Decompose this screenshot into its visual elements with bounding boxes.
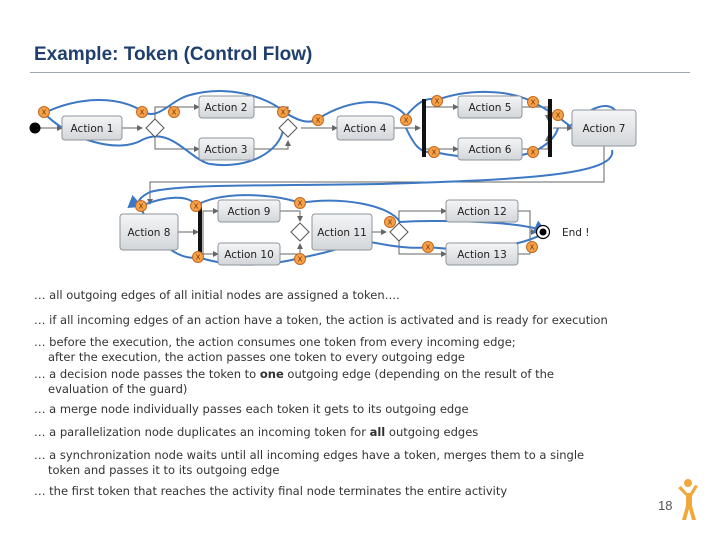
token: X (384, 216, 396, 228)
action-1-label: Action 1 (71, 123, 114, 135)
decision-node-bottom (389, 222, 409, 242)
action-6: Action 6 (457, 137, 523, 161)
action-11-label: Action 11 (317, 227, 367, 239)
svg-text:X: X (281, 109, 286, 117)
svg-text:X: X (426, 244, 431, 252)
svg-text:X: X (435, 98, 440, 106)
svg-text:X: X (140, 109, 145, 117)
decision-node (145, 118, 165, 138)
action-2: Action 2 (198, 95, 255, 119)
action-3: Action 3 (198, 137, 255, 161)
svg-text:X: X (172, 109, 177, 117)
svg-text:X: X (298, 256, 303, 264)
svg-text:X: X (530, 244, 535, 252)
action-10-label: Action 10 (224, 249, 274, 261)
token: X (136, 106, 148, 118)
svg-text:X: X (196, 254, 201, 262)
svg-text:X: X (432, 149, 437, 157)
rule-merge-node: … a merge node individually passes each … (34, 402, 469, 416)
fork-bar (422, 99, 426, 157)
svg-text:X: X (404, 117, 409, 125)
action-12: Action 12 (445, 199, 519, 223)
action-1: Action 1 (61, 115, 123, 141)
token: X (428, 146, 440, 158)
tokens: X X X X X X X X X X X X X X X X X X X (38, 95, 564, 265)
token: X (135, 200, 147, 212)
action-4: Action 4 (336, 115, 395, 141)
action-7-label: Action 7 (583, 123, 626, 135)
action-6-label: Action 6 (469, 144, 512, 156)
rule-action-activation: … if all incoming edges of an action hav… (34, 313, 608, 327)
token: X (192, 251, 204, 263)
initial-node (29, 122, 41, 134)
token: X (294, 253, 306, 265)
end-label: End ! (562, 227, 590, 239)
rule-action-execution: … before the execution, the action consu… (34, 335, 516, 364)
action-10: Action 10 (217, 242, 281, 266)
token: X (431, 95, 443, 107)
rule-synchronization-node: … a synchronization node waits until all… (34, 448, 585, 477)
action-13-label: Action 13 (457, 249, 507, 261)
svg-text:X: X (316, 117, 321, 125)
action-5: Action 5 (457, 95, 523, 119)
slide-title: Example: Token (Control Flow) (34, 44, 313, 65)
token: X (400, 114, 412, 126)
svg-text:X: X (531, 149, 536, 157)
person-logo-icon (678, 479, 698, 520)
action-5-label: Action 5 (469, 102, 512, 114)
merge-node-bottom (290, 222, 310, 242)
token: X (168, 106, 180, 118)
action-8-label: Action 8 (128, 227, 171, 239)
action-3-label: Action 3 (205, 144, 248, 156)
svg-text:X: X (531, 99, 536, 107)
token: X (190, 200, 202, 212)
title-underline (30, 72, 690, 73)
svg-text:X: X (388, 219, 393, 227)
rule-decision-node: … a decision node passes the token to on… (34, 367, 555, 396)
action-11: Action 11 (311, 213, 373, 251)
token: X (527, 146, 539, 158)
action-4-label: Action 4 (344, 123, 387, 135)
token: X (552, 109, 564, 121)
svg-text:X: X (556, 112, 561, 120)
action-12-label: Action 12 (457, 206, 507, 218)
svg-text:X: X (139, 203, 144, 211)
join-bar (548, 99, 552, 157)
rule-final-node: … the first token that reaches the activ… (34, 484, 508, 498)
rule-initial-nodes: … all outgoing edges of all initial node… (34, 288, 400, 302)
action-9: Action 9 (217, 199, 281, 223)
action-8: Action 8 (119, 213, 179, 251)
rule-parallelization-node: … a parallelization node duplicates an i… (34, 425, 479, 439)
token: X (38, 106, 50, 118)
action-9-label: Action 9 (228, 206, 271, 218)
svg-text:X: X (42, 109, 47, 117)
token: X (526, 241, 538, 253)
token: X (312, 114, 324, 126)
token: X (527, 96, 539, 108)
svg-text:X: X (298, 200, 303, 208)
page-number: 18 (658, 498, 673, 513)
svg-text:X: X (194, 203, 199, 211)
token: X (277, 106, 289, 118)
token: X (294, 197, 306, 209)
merge-node (278, 118, 298, 138)
activity-final-node (535, 224, 551, 240)
action-2-label: Action 2 (205, 102, 248, 114)
token: X (422, 241, 434, 253)
action-7: Action 7 (571, 109, 637, 147)
action-13: Action 13 (445, 242, 519, 266)
fork-bar-bottom (198, 204, 202, 260)
activity-diagram: End ! Action 1 Action 2 Action 3 Action … (29, 90, 637, 266)
